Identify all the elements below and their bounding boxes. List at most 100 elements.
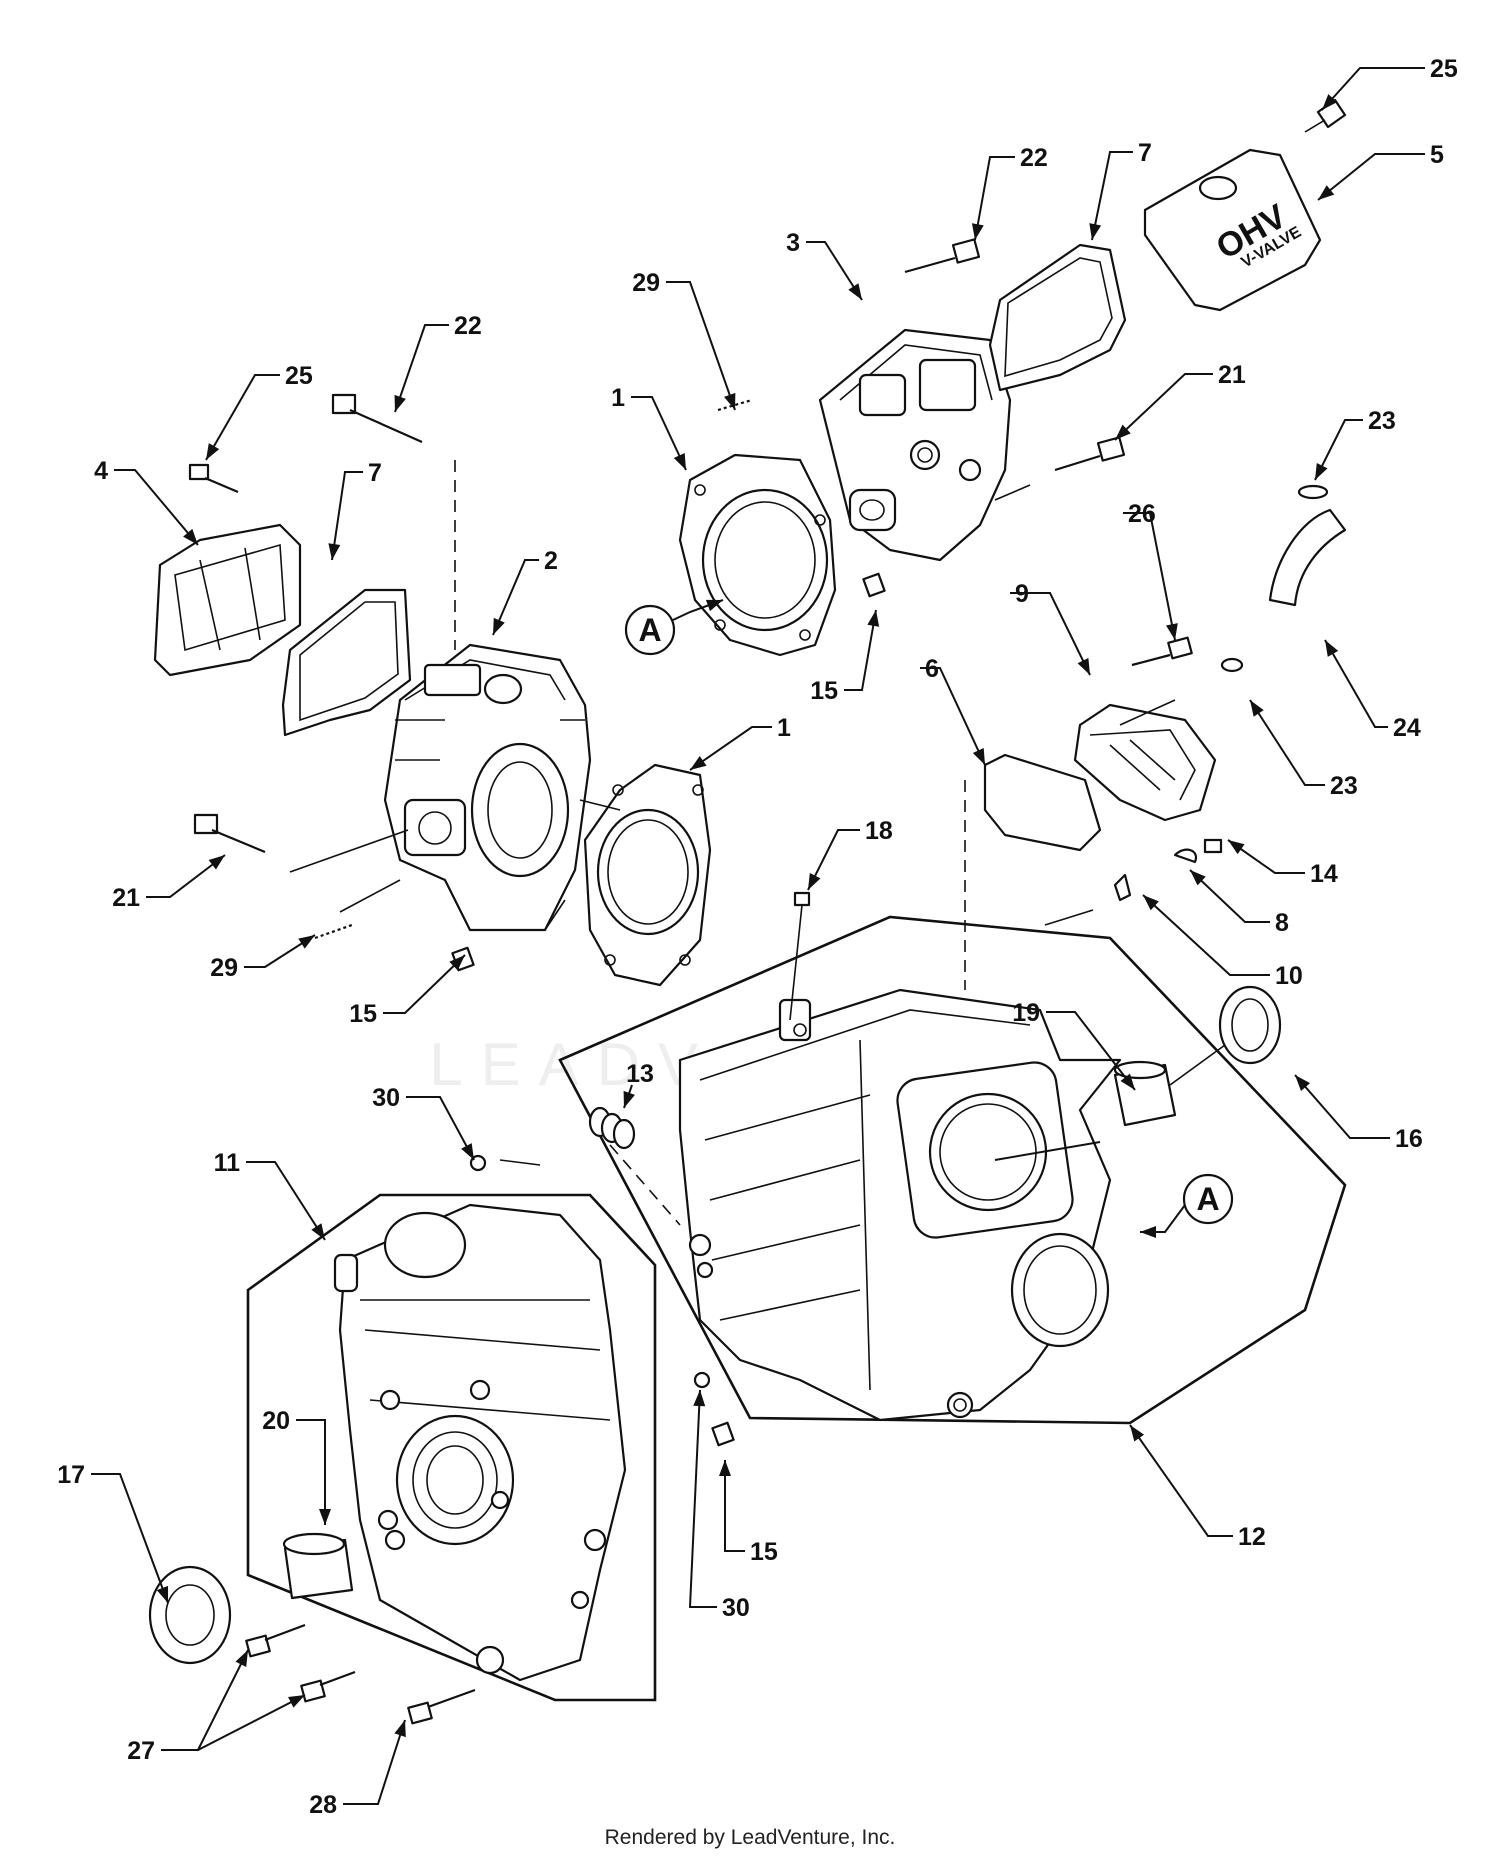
callout-arrowhead bbox=[1143, 895, 1159, 911]
callout-leader bbox=[114, 469, 199, 546]
callout-leader bbox=[666, 281, 736, 411]
callout-leader bbox=[331, 471, 363, 561]
part-number-label: 3 bbox=[786, 229, 800, 257]
callout-arrowhead bbox=[1322, 94, 1338, 110]
reference-marker-label: A bbox=[638, 612, 661, 648]
callout-leader bbox=[1123, 512, 1176, 641]
part-number-label: 20 bbox=[262, 1407, 290, 1435]
callout-arrowhead bbox=[693, 1390, 706, 1407]
reference-marker-label: A bbox=[1196, 1181, 1219, 1217]
part-number-label: 2 bbox=[544, 547, 558, 575]
gasket-left bbox=[281, 588, 412, 737]
callout-leader bbox=[1046, 1011, 1136, 1091]
callout-arrowhead bbox=[1140, 1226, 1156, 1238]
part-number-label: 8 bbox=[1275, 909, 1289, 937]
callout-leader bbox=[920, 667, 986, 766]
part-number-label: 18 bbox=[865, 817, 893, 845]
callout-leader bbox=[1321, 67, 1425, 111]
bearing-bore bbox=[1010, 1232, 1110, 1348]
part-number-label: 15 bbox=[810, 677, 838, 705]
cylinder-head-upper bbox=[818, 328, 1012, 562]
hose-clamp-lower bbox=[1220, 657, 1244, 673]
dashed-guide-lines bbox=[289, 460, 1226, 1226]
valve-cover-ohv: OHV V-VALVE bbox=[1143, 148, 1322, 312]
part-number-label: 1 bbox=[611, 384, 625, 412]
reference-marker-circle bbox=[1182, 1173, 1234, 1225]
callout-leader bbox=[343, 1719, 406, 1805]
callout-leader bbox=[492, 559, 539, 636]
crank-seal-bore bbox=[395, 1414, 515, 1546]
callout-leader bbox=[1129, 1424, 1233, 1537]
part-number-label: 28 bbox=[309, 1791, 337, 1819]
callout-leader bbox=[974, 156, 1015, 241]
callout-arrowhead bbox=[183, 528, 198, 545]
callout-arrowhead bbox=[394, 1720, 406, 1738]
callout-leader bbox=[146, 854, 226, 898]
part-number-label: 12 bbox=[1238, 1523, 1266, 1551]
part-number-label: 25 bbox=[285, 362, 313, 390]
part-number-label: 15 bbox=[349, 1000, 377, 1028]
callout-arrowhead bbox=[319, 1509, 331, 1525]
part-number-label: 16 bbox=[1395, 1125, 1423, 1153]
part-number-label: 13 bbox=[626, 1060, 654, 1088]
callout-arrowhead bbox=[1318, 185, 1335, 200]
part-number-label: 21 bbox=[112, 884, 140, 912]
callout-leader bbox=[1324, 639, 1388, 728]
oil-seal-right bbox=[1218, 985, 1282, 1065]
callout-arrowhead bbox=[848, 283, 862, 300]
part-number-label: 7 bbox=[1138, 139, 1152, 167]
callout-arrowhead bbox=[1295, 1075, 1311, 1091]
callout-arrowhead bbox=[1089, 223, 1102, 240]
callout-leader bbox=[161, 1649, 249, 1751]
valve-cover-left bbox=[153, 523, 302, 677]
callout-arrowhead bbox=[449, 955, 465, 971]
callout-arrowhead bbox=[461, 1143, 474, 1160]
render-credit: Rendered by LeadVenture, Inc. bbox=[604, 1826, 896, 1849]
part-number-label: 19 bbox=[1012, 999, 1040, 1027]
callout-arrowhead bbox=[1315, 463, 1328, 480]
part-number-label: 25 bbox=[1430, 55, 1458, 83]
cylinder-bore bbox=[928, 1092, 1048, 1212]
callout-arrowhead bbox=[298, 935, 315, 949]
gasket-upper bbox=[988, 243, 1127, 392]
part-number-label: 7 bbox=[368, 459, 382, 487]
callout-leader bbox=[724, 1460, 745, 1552]
callout-arrowhead bbox=[1228, 840, 1245, 855]
callout-leader bbox=[1227, 839, 1305, 874]
callout-arrowhead bbox=[1190, 870, 1206, 886]
breather-cover bbox=[1073, 703, 1217, 822]
callout-arrowhead bbox=[623, 1090, 635, 1108]
callout-leader bbox=[1294, 1074, 1390, 1139]
head-combustion-chamber bbox=[470, 742, 570, 878]
callout-leader bbox=[1114, 373, 1213, 441]
callout-arrowhead bbox=[705, 599, 723, 612]
gear-cover-assembly bbox=[246, 1193, 657, 1702]
part-number-label: 15 bbox=[750, 1538, 778, 1566]
part-number-label: 22 bbox=[454, 312, 482, 340]
callout-arrowhead bbox=[156, 1585, 169, 1603]
part-number-label: 1 bbox=[777, 714, 791, 742]
callout-leader bbox=[1317, 153, 1425, 201]
part-number-label: 5 bbox=[1430, 141, 1444, 169]
callout-leader bbox=[406, 1096, 475, 1161]
callout-leader bbox=[1010, 592, 1091, 676]
callout-arrowhead bbox=[867, 610, 880, 627]
callout-leader bbox=[394, 324, 449, 413]
callout-arrowhead bbox=[1166, 623, 1178, 640]
part-number-label: 10 bbox=[1275, 962, 1303, 990]
part-number-label: 30 bbox=[722, 1594, 750, 1622]
part-number-label: 4 bbox=[94, 457, 108, 485]
breather-gasket bbox=[983, 753, 1102, 852]
part-number-label: 29 bbox=[210, 954, 238, 982]
part-number-label: 26 bbox=[1128, 500, 1156, 528]
callout-leader bbox=[296, 1419, 326, 1525]
callout-leader bbox=[1314, 419, 1363, 481]
part-number-label: 9 bbox=[1015, 580, 1029, 608]
callout-leader bbox=[689, 726, 772, 771]
breather-mount bbox=[778, 998, 812, 1042]
callout-leader bbox=[205, 374, 280, 461]
callout-leader bbox=[807, 829, 860, 891]
crankcase-frame bbox=[558, 915, 1347, 1425]
